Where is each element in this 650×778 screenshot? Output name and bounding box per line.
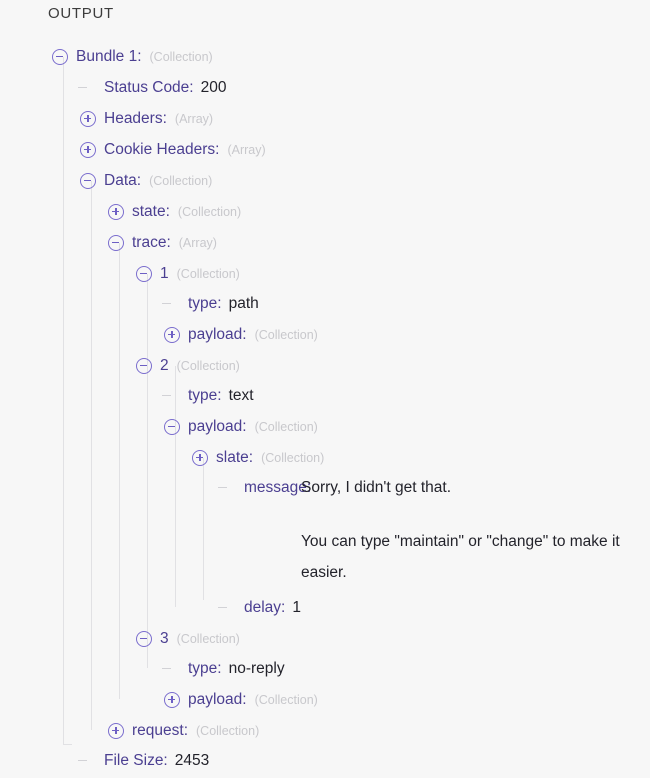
plus-icon[interactable] [192,449,208,466]
tree-row-label: type: [188,659,222,677]
tree-row-trace-2[interactable]: 2 (Collection) [136,350,240,381]
tree-row-label: Bundle 1: [76,47,142,65]
tree-row-trace-3-type[interactable]: type: no-reply [162,653,285,684]
tree-row-type-annotation: (Array) [178,235,217,250]
tree-row-request[interactable]: request: (Collection) [108,715,259,746]
leaf-connector [162,388,180,404]
tree-row-type-annotation: (Collection) [177,204,242,219]
plus-icon[interactable] [80,141,96,158]
tree-row-label: delay: [244,598,286,616]
leaf-connector [218,600,236,616]
tree-guide-line [175,366,176,607]
tree-row-label: payload: [188,325,247,343]
tree-row-trace-1[interactable]: 1 (Collection) [136,258,240,289]
tree-row-label: request: [132,721,189,739]
tree-row-type-annotation: (Collection) [176,631,240,646]
tree-row-type-annotation: (Collection) [149,49,213,64]
minus-icon[interactable] [136,357,152,374]
tree-row-trace-2-type[interactable]: type: text [162,380,254,411]
tree-row-label: slate: [216,448,254,466]
tree-row-headers[interactable]: Headers: (Array) [80,103,213,134]
tree-row-type-annotation: (Collection) [261,450,325,465]
tree-row-label: state: [132,202,170,220]
leaf-connector [162,296,180,312]
tree-row-trace-3-payload[interactable]: payload: (Collection) [164,684,318,715]
tree-row-state[interactable]: state: (Collection) [108,196,241,227]
tree-row-trace-1-type[interactable]: type: path [162,288,259,319]
tree-row-type-annotation: (Array) [227,142,266,157]
plus-icon[interactable] [164,691,180,708]
tree-row-type-annotation: (Collection) [254,419,318,434]
tree-row-label: message: [244,478,312,496]
tree-row-label: File Size: [104,751,168,769]
tree-row-label: type: [188,386,222,404]
tree-row-type-annotation: (Collection) [176,358,240,373]
tree-row-trace[interactable]: trace: (Array) [108,227,217,258]
page-title: OUTPUT [48,5,114,22]
tree-guide-line [203,458,204,600]
tree-row-type-annotation: (Collection) [254,692,318,707]
minus-icon[interactable] [164,418,180,435]
message-value-line-2: You can type "maintain" or "change" to m… [301,533,625,581]
tree-row-type-annotation: (Collection) [176,266,240,281]
leaf-connector [162,661,180,677]
tree-row-slate[interactable]: slate: (Collection) [192,442,324,473]
tree-row-label: 1 [160,264,169,282]
tree-row-value: text [228,386,254,404]
tree-row-bundle1[interactable]: Bundle 1: (Collection) [52,41,213,72]
tree-row-label: payload: [188,690,247,708]
plus-icon[interactable] [108,203,124,220]
tree-row-label: 2 [160,356,169,374]
tree-row-value: 200 [200,78,227,96]
tree-row-trace-3[interactable]: 3 (Collection) [136,623,240,654]
leaf-connector [78,753,96,769]
tree-row-label: Headers: [104,109,167,127]
minus-icon[interactable] [80,172,96,189]
tree-row-trace-2-payload[interactable]: payload: (Collection) [164,411,318,442]
tree-row-type-annotation: (Collection) [254,327,318,342]
tree-row-value: 2453 [174,751,210,769]
message-value-line-1: Sorry, I didn't get that. [301,479,451,496]
tree-row-status-code[interactable]: Status Code: 200 [78,72,227,103]
tree-row-type-annotation: (Collection) [196,723,260,738]
leaf-connector [78,80,96,96]
plus-icon[interactable] [108,722,124,739]
tree-row-value: 1 [292,598,301,616]
tree-guide-line [63,57,72,745]
leaf-connector [218,480,236,496]
tree-row-label: 3 [160,629,169,647]
plus-icon[interactable] [164,326,180,343]
tree-row-value: path [228,294,259,312]
minus-icon[interactable] [136,265,152,282]
minus-icon[interactable] [52,48,68,65]
tree-row-label: trace: [132,233,171,251]
tree-row-trace-1-payload[interactable]: payload: (Collection) [164,319,318,350]
tree-row-label: payload: [188,417,247,435]
tree-row-data[interactable]: Data: (Collection) [80,165,212,196]
tree-row-delay[interactable]: delay: 1 [218,592,301,623]
tree-row-value: no-reply [228,659,285,677]
tree-row-label: Cookie Headers: [104,140,220,158]
tree-row-type-annotation: (Collection) [149,173,213,188]
tree-row-label: Status Code: [104,78,194,96]
tree-row-type-annotation: (Array) [174,111,214,126]
tree-row-message[interactable]: message: [218,472,312,503]
tree-row-cookie-headers[interactable]: Cookie Headers: (Array) [80,134,266,165]
tree-row-label: Data: [104,171,142,189]
tree-guide-line [91,181,92,730]
tree-row-file-size[interactable]: File Size: 2453 [78,745,210,776]
tree-guide-line [119,243,120,699]
plus-icon[interactable] [80,110,96,127]
tree-guide-line [147,274,148,668]
minus-icon[interactable] [108,234,124,251]
tree-row-label: type: [188,294,222,312]
minus-icon[interactable] [136,630,152,647]
